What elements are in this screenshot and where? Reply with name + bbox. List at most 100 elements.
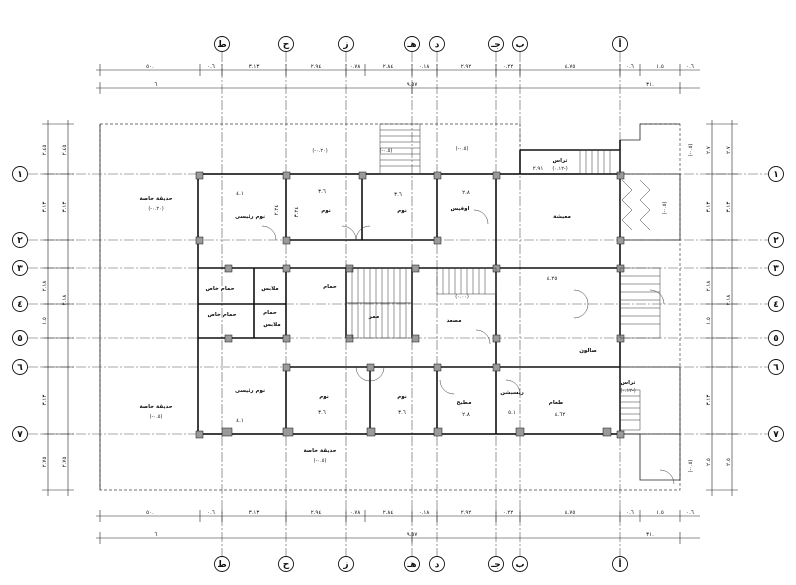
corridor-label: ممر [368, 314, 380, 320]
living-label: معيشة [553, 214, 571, 220]
door-swings [261, 209, 675, 485]
axis-bubbles-top: ط ح ز هـ د جـ ب أ [214, 36, 628, 52]
dimension-label: ٢.٥ [726, 458, 732, 466]
bed-top-1-label: نوم [321, 208, 331, 214]
terrace-bottom-label: تراس [621, 380, 636, 386]
master-bed-top-dim: ٤.١ [236, 191, 244, 197]
reception-dim: ٥.١ [508, 410, 516, 416]
level-tag: (-٠.٥) [662, 202, 668, 215]
axis-label: ٢ [17, 236, 23, 246]
office-dim: ٢.٨ [462, 190, 470, 196]
bed-top-1-dim: ٣.٦ [318, 189, 326, 195]
dimension-label: ٩.٥٧ [407, 532, 418, 538]
bed-top-2-dim: ٣.٦ [394, 192, 402, 198]
axis-label: ٧ [17, 430, 23, 440]
dining-label: طعام [549, 400, 563, 406]
vertical-grid-lines [221, 52, 621, 560]
axis-label: ط [217, 40, 226, 50]
dimension-label: ٠.١٨ [419, 510, 430, 516]
bath-4-label: حمام [263, 310, 277, 316]
structural-columns [195, 171, 625, 439]
dimension-label: ٠.٦ [207, 510, 215, 516]
garden-bottom-left-label: حديقة خاصة [139, 404, 172, 410]
terrace-top-dim: ٢.٩١ [533, 166, 544, 172]
dimension-label: ٣١. [646, 532, 654, 538]
axis-label: جـ [490, 560, 501, 570]
axis-label: ز [342, 560, 348, 570]
dimension-label: ٢.٤٥ [42, 145, 48, 156]
axis-label: أ [618, 558, 621, 570]
axis-label: ٤ [17, 300, 23, 310]
bed-top-1-dim2: ٣.٢٤ [294, 207, 300, 218]
axis-label: ٧ [773, 430, 779, 440]
dimension-label: ٣.١٣ [726, 202, 732, 213]
dimension-label: ٢.٩٤ [311, 64, 322, 70]
dimension-label: ٢.٩٢ [461, 64, 472, 70]
axis-label: هـ [406, 40, 416, 50]
axis-label: ب [515, 40, 524, 50]
dimension-label: ٣.١٣ [42, 395, 48, 406]
level-tag: (-٠.٥) [688, 460, 694, 473]
site-boundary [99, 123, 681, 491]
bed-bottom-2-dim: ٣.٦ [398, 410, 406, 416]
dimension-label: ٠.٦ [686, 510, 694, 516]
dimension-label: ٢.٧ [706, 146, 712, 154]
axis-label: هـ [406, 560, 416, 570]
axis-label: د [435, 560, 440, 570]
dimension-label: ٩.٥٧ [407, 82, 418, 88]
dimension-label: ٢.٧٥ [62, 457, 68, 468]
bed-bottom-2-label: نوم [397, 394, 407, 400]
axis-label: جـ [490, 40, 501, 50]
bath-1-label: حمام خاص [205, 286, 234, 292]
dimension-label: ٢.٩٤ [311, 510, 322, 516]
axis-bubbles-bottom: ط ح ز هـ د جـ ب أ [214, 556, 628, 572]
garden-top-left-level: (-٠.٢٠) [148, 206, 163, 212]
dimension-label: ٠.٦ [207, 64, 215, 70]
dimension-label: ٠.٢٢ [503, 510, 514, 516]
terrace-top-label: تراس [553, 158, 568, 164]
garden-bottom-center-level: (-٠.٥) [314, 458, 327, 464]
terrace-bottom-level: (٠.١٢-) [620, 388, 635, 394]
master-bed-top-label: نوم رئيسى [235, 214, 265, 220]
dimension-label: ٢.٨٤ [383, 510, 394, 516]
axis-label: ٤ [773, 300, 779, 310]
dimension-label: ٢.١٨ [706, 281, 712, 292]
axis-label: ١ [773, 170, 779, 180]
dimension-label: ٣.١٣ [706, 395, 712, 406]
dimension-label: ٣.١٣ [42, 202, 48, 213]
axis-label: ٣ [773, 264, 779, 274]
dimension-label: ٢.١٨ [42, 281, 48, 292]
bed-top-2-label: نوم [397, 208, 407, 214]
dimension-label: ٠.٧٨ [350, 64, 361, 70]
dressing-2-label: ملابس [263, 322, 280, 328]
dimension-label: ٣١. [646, 82, 654, 88]
bottom-dimension-chain: ٥٠. ٠.٦ ٣.١٣ ٢.٩٤ ٠.٧٨ ٢.٨٤ ٠.١٨ ٢.٩٢ ٠.… [96, 510, 700, 544]
master-bed-bottom-dim: ٤.١ [236, 418, 244, 424]
dimension-label: ٠.٢٢ [503, 64, 514, 70]
dimension-label: ٥٠. [146, 510, 154, 516]
axis-bubbles-right: ١ ٢ ٣ ٤ ٥ ٦ ٧ [768, 166, 784, 442]
garden-bottom-center-label: حديقة خاصة [303, 448, 336, 454]
dimension-label: ٣.١٣ [62, 202, 68, 213]
dimension-label: ١.٥ [42, 317, 48, 325]
dimension-label: ٥٠. [146, 64, 154, 70]
axis-label: ٦ [773, 363, 779, 373]
axis-label: ز [342, 40, 348, 50]
bed-bottom-1-label: نوم [319, 394, 329, 400]
dimension-label: ٢.٧٥ [42, 457, 48, 468]
mid-level-tag: (٠.٠٠) [455, 294, 469, 300]
elevator-label: مصعد [446, 318, 461, 324]
master-bed-bottom-label: نوم رئيسى [235, 388, 265, 394]
dimension-label: ٢.٧ [726, 146, 732, 154]
reception-label: ريسبشن [500, 390, 524, 396]
dimension-label: ٢.٨٤ [383, 64, 394, 70]
level-tag: (-٠.٢٠) [312, 148, 327, 154]
dimension-label: ٦ [155, 532, 158, 538]
dimension-label: ٠.١٨ [419, 64, 430, 70]
dimension-label: ٤.٧٥ [565, 510, 576, 516]
axis-label: أ [618, 38, 621, 50]
dimension-label: ٦ [155, 82, 158, 88]
stairs [345, 123, 661, 431]
dimension-label: ١.٥ [656, 510, 664, 516]
